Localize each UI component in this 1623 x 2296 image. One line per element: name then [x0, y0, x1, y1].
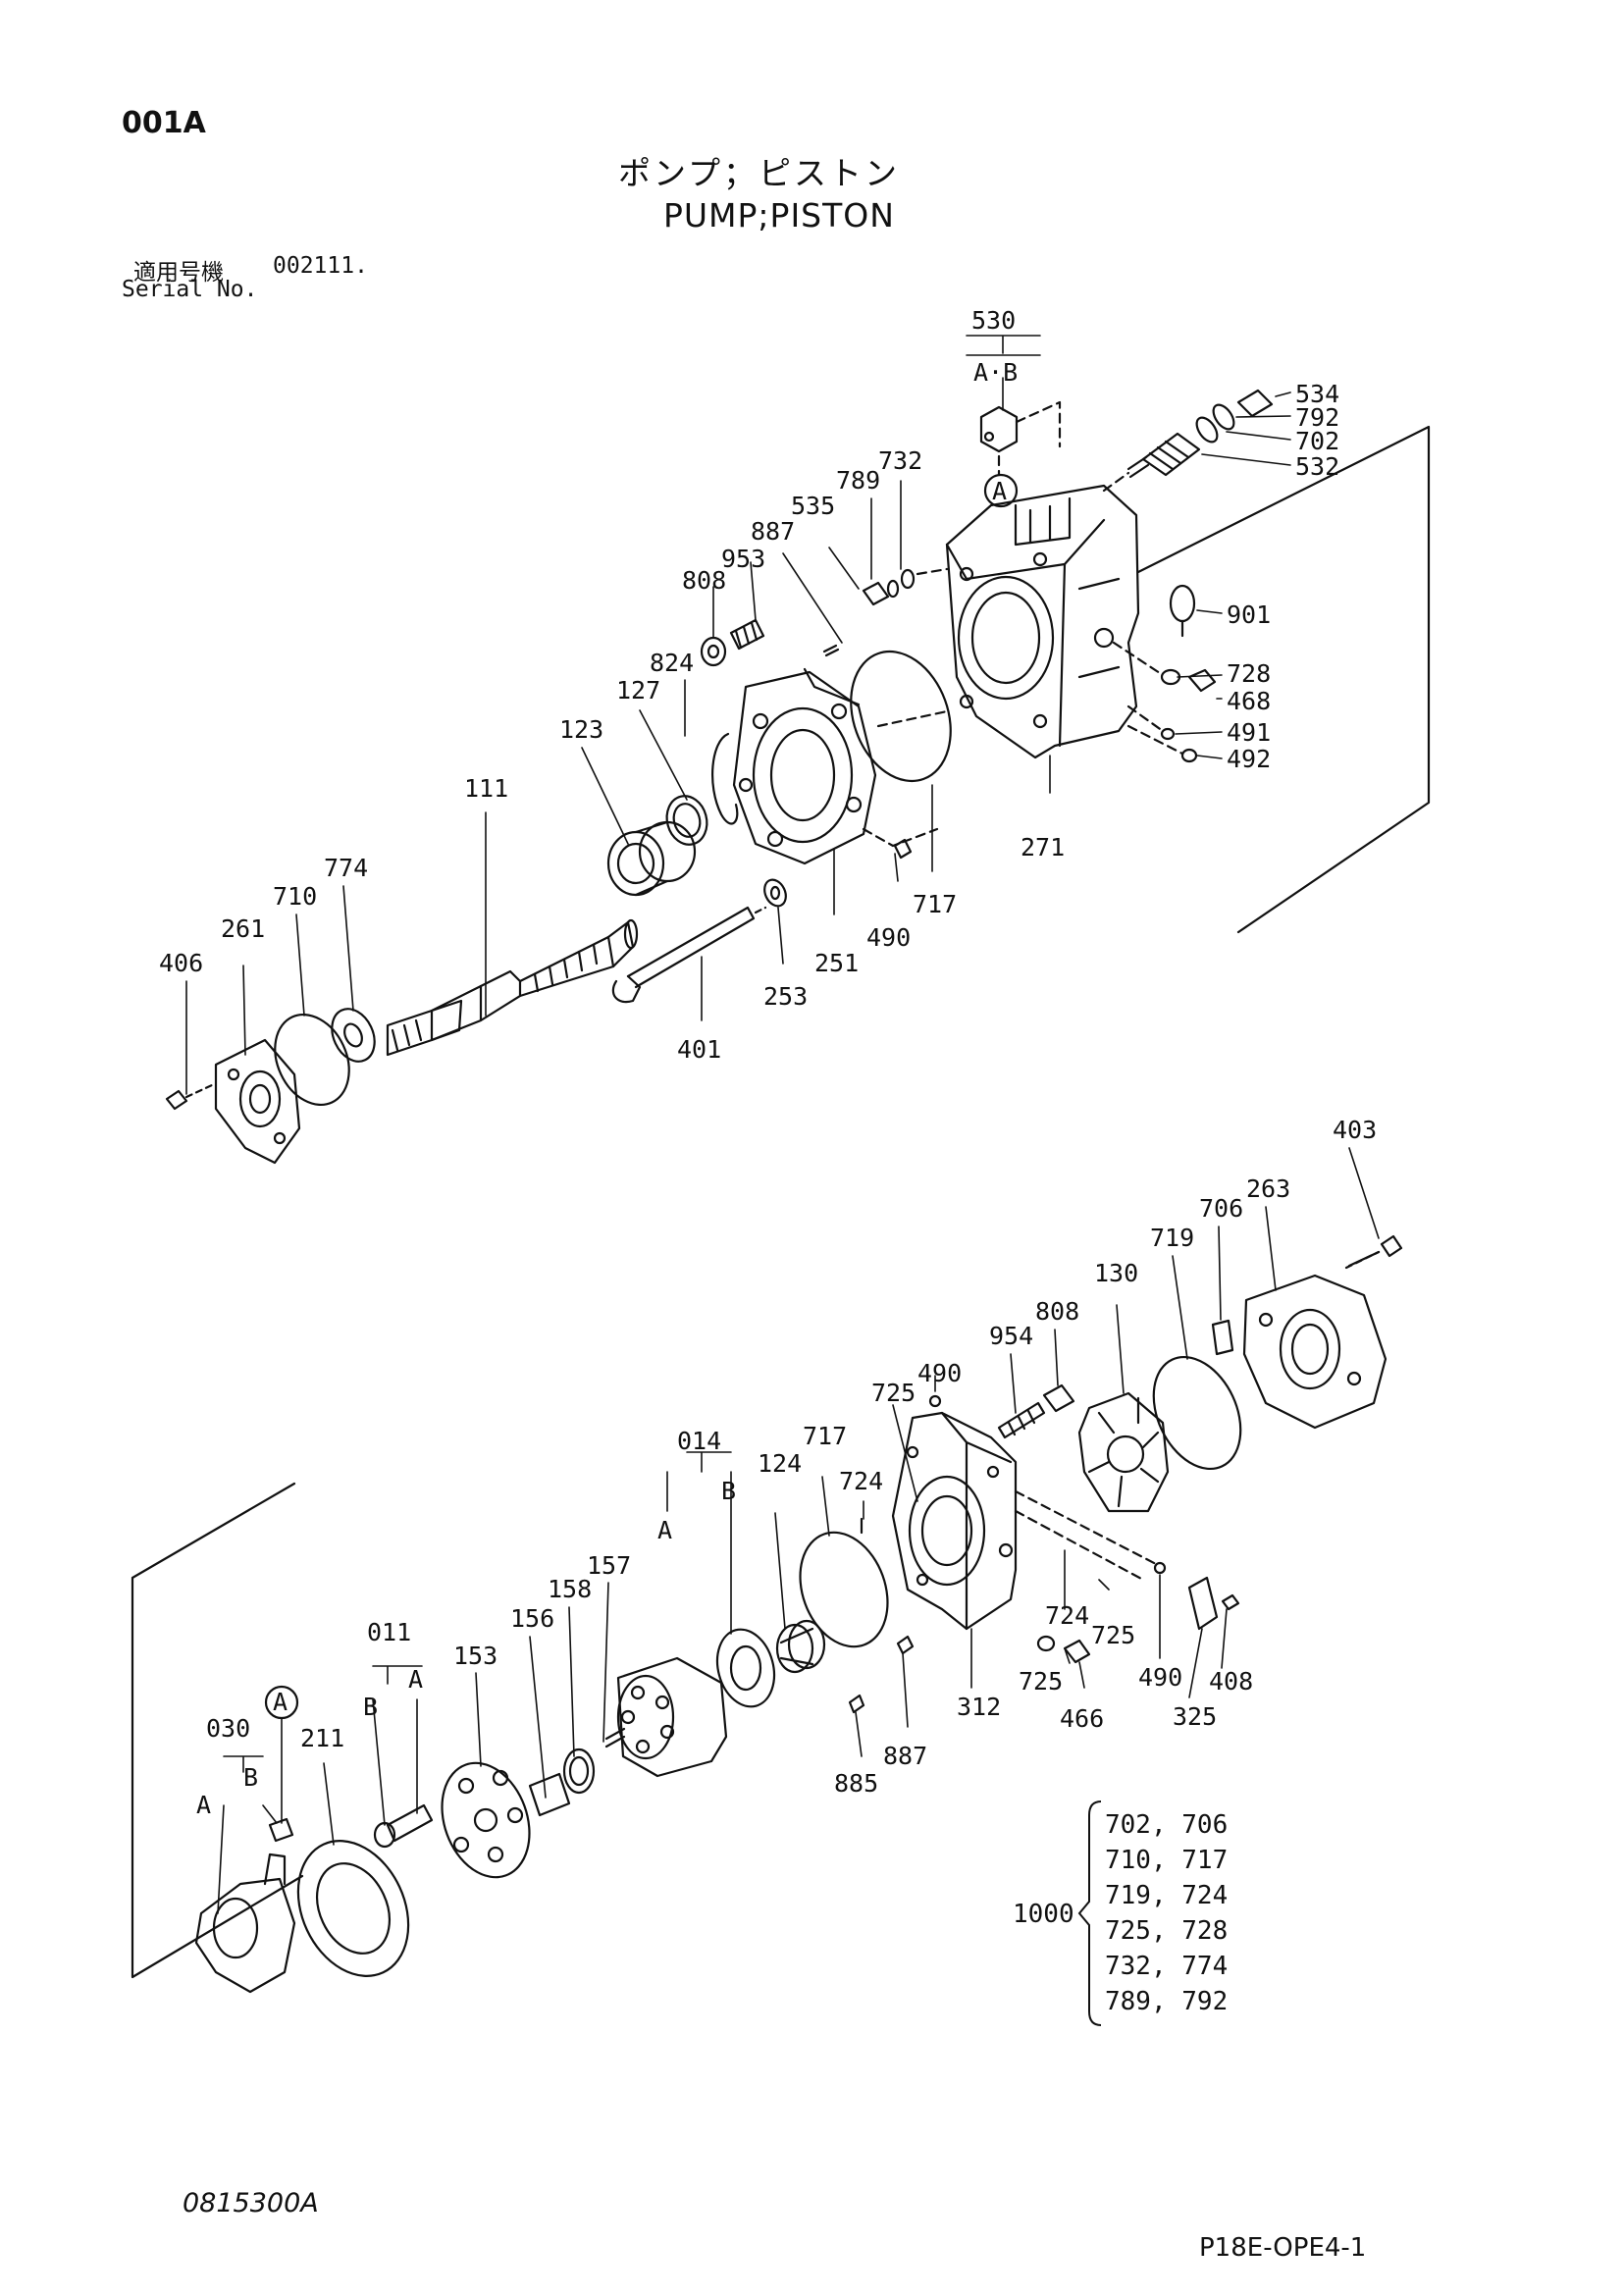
- cylinder-block: [616, 1656, 728, 1778]
- callout-labels: 530 A·B A 534 792 702 532 732 789 535 88…: [159, 306, 1377, 1819]
- callout-954: 954: [989, 1322, 1033, 1350]
- callout-408: 408: [1209, 1667, 1253, 1696]
- callout-789: 789: [836, 466, 880, 495]
- callout-490-right: 490: [1138, 1663, 1182, 1692]
- callout-251: 251: [814, 949, 859, 977]
- callout-702: 702: [1295, 427, 1339, 455]
- callout-111: 111: [464, 774, 508, 803]
- kit-part-line: 702, 706: [1105, 1810, 1229, 1840]
- callout-725: 725: [871, 1379, 916, 1407]
- callout-401: 401: [677, 1035, 721, 1064]
- kit-brace: [1077, 1800, 1102, 2026]
- callout-724-lower: 724: [1045, 1601, 1089, 1630]
- reference-marker-top: A: [992, 477, 1007, 505]
- callout-717: 717: [913, 890, 957, 918]
- kit-part-line: 725, 728: [1105, 1916, 1229, 1946]
- callout-887-lower: 887: [883, 1742, 927, 1770]
- callout-728: 728: [1227, 659, 1271, 688]
- callout-808: 808: [682, 566, 726, 595]
- callout-530: 530: [971, 306, 1016, 335]
- callout-158: 158: [548, 1575, 592, 1603]
- callout-261: 261: [221, 914, 265, 943]
- callout-719: 719: [1150, 1224, 1194, 1252]
- callout-211: 211: [300, 1724, 344, 1752]
- callout-535: 535: [791, 492, 835, 520]
- bearing-123: [606, 820, 697, 897]
- callout-492: 492: [1227, 745, 1271, 773]
- callout-725-c: 725: [1019, 1667, 1063, 1696]
- swash-plate-030: [194, 1852, 296, 1994]
- callout-011-a: A: [408, 1665, 423, 1694]
- callout-403: 403: [1333, 1116, 1377, 1144]
- callout-808-lower: 808: [1035, 1297, 1079, 1326]
- callout-312: 312: [957, 1693, 1001, 1721]
- gear-130: [1077, 1391, 1170, 1513]
- document-number: 0815300A: [183, 2188, 319, 2218]
- page-reference: P18E-OPE4-1: [1199, 2233, 1367, 2263]
- callout-710: 710: [273, 882, 317, 911]
- callout-724: 724: [839, 1467, 883, 1495]
- callout-706: 706: [1199, 1194, 1243, 1223]
- callout-534: 534: [1295, 380, 1339, 408]
- callout-901: 901: [1227, 600, 1271, 629]
- callout-157: 157: [587, 1551, 631, 1580]
- callout-406: 406: [159, 949, 203, 977]
- end-cover-261: [214, 1038, 301, 1165]
- callout-732: 732: [878, 446, 922, 475]
- callout-717-lower: 717: [803, 1422, 847, 1450]
- serial-number-value: 002111.: [273, 253, 368, 279]
- callout-271: 271: [1021, 833, 1065, 861]
- kit-part-line: 789, 792: [1105, 1987, 1229, 2016]
- kit-number: 1000: [1013, 1900, 1074, 1929]
- callout-466: 466: [1060, 1704, 1104, 1733]
- kit-part-line: 710, 717: [1105, 1846, 1229, 1875]
- callout-011-b: B: [363, 1693, 378, 1721]
- callout-127: 127: [616, 676, 660, 704]
- retainer-plate-153: [441, 1761, 531, 1879]
- front-cover-251: [732, 667, 877, 865]
- callout-263: 263: [1246, 1174, 1290, 1203]
- page-code: 001A: [122, 106, 206, 140]
- serial-label-japanese: 適用号機: [133, 260, 224, 286]
- callout-325: 325: [1173, 1702, 1217, 1731]
- callout-014: 014: [677, 1427, 721, 1455]
- callout-030-b: B: [243, 1763, 258, 1792]
- callout-532: 532: [1295, 452, 1339, 481]
- rear-cover-263: [1242, 1274, 1387, 1430]
- callout-824: 824: [650, 649, 694, 677]
- callout-030-a: A: [196, 1791, 211, 1819]
- kit-part-line: 719, 724: [1105, 1881, 1229, 1910]
- valve-block-312: [891, 1411, 1018, 1631]
- callout-490-lower: 490: [917, 1359, 962, 1387]
- callout-014-b: B: [721, 1477, 736, 1505]
- callout-953: 953: [721, 545, 765, 573]
- callout-156: 156: [510, 1604, 554, 1633]
- callout-123: 123: [559, 715, 603, 744]
- reference-marker-bottom: A: [273, 1688, 288, 1716]
- drive-shaft-111: [386, 918, 639, 1057]
- callout-530-sub: A·B: [973, 358, 1018, 387]
- callout-885: 885: [834, 1769, 878, 1798]
- callout-792: 792: [1295, 403, 1339, 432]
- kit-part-line: 732, 774: [1105, 1952, 1229, 1981]
- callout-253: 253: [763, 982, 808, 1011]
- callout-468: 468: [1227, 687, 1271, 715]
- page-title-english: PUMP;PISTON: [663, 196, 895, 235]
- callout-887: 887: [751, 517, 795, 546]
- callout-491: 491: [1227, 718, 1271, 747]
- page-title-japanese: ポンプ；ピストン: [618, 154, 901, 192]
- callout-774: 774: [324, 854, 368, 882]
- callout-014-a: A: [657, 1516, 672, 1544]
- serial-label-english: Serial No.: [122, 277, 258, 302]
- callout-490: 490: [866, 923, 911, 952]
- callout-153: 153: [453, 1642, 497, 1670]
- callout-130: 130: [1094, 1259, 1138, 1287]
- pump-housing-271: [945, 484, 1140, 759]
- callout-030: 030: [206, 1714, 250, 1743]
- callout-725-b: 725: [1091, 1621, 1135, 1649]
- callout-011: 011: [367, 1618, 411, 1646]
- callout-124: 124: [758, 1449, 802, 1478]
